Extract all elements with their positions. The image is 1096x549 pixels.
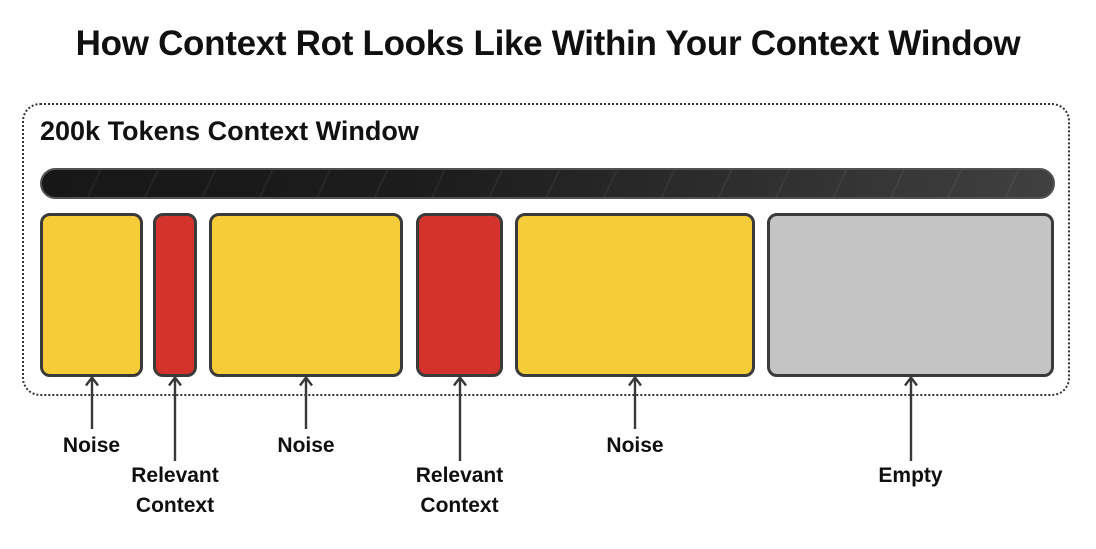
segment-label-noise-1: Noise <box>62 434 121 457</box>
segment-block-relevant-2 <box>416 213 503 377</box>
token-bar <box>40 168 1055 199</box>
segment-block-noise-3 <box>515 213 755 377</box>
segment-block-noise-1 <box>40 213 143 377</box>
up-arrow-noise-2 <box>299 375 313 429</box>
up-arrow-relevant-1 <box>168 375 182 461</box>
segment-label-empty-1: Empty <box>878 464 943 487</box>
up-arrow-empty-1 <box>903 375 918 461</box>
segment-block-relevant-1 <box>153 213 197 377</box>
segment-label-noise-3: Noise <box>606 434 664 457</box>
up-arrow-noise-3 <box>628 375 642 429</box>
up-arrow-relevant-2 <box>452 375 467 461</box>
up-arrow-noise-1 <box>84 375 99 429</box>
segment-block-empty-1 <box>767 213 1054 377</box>
segment-label-noise-2: Noise <box>277 434 335 457</box>
context-window-box <box>22 103 1070 396</box>
page-title: How Context Rot Looks Like Within Your C… <box>75 24 1021 63</box>
segment-block-noise-2 <box>209 213 403 377</box>
context-window-heading: 200k Tokens Context Window <box>40 116 419 146</box>
